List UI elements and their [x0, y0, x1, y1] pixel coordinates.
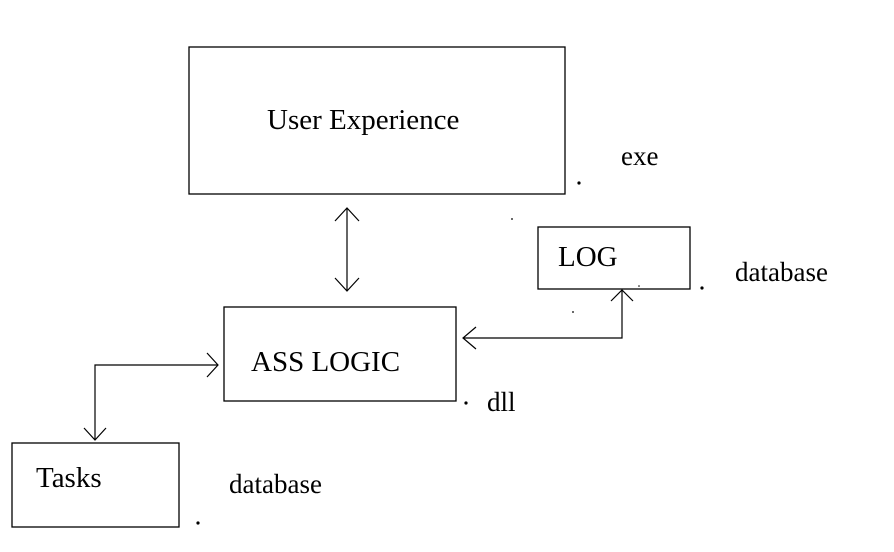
- user-experience-node: User Experience: [188, 46, 566, 195]
- tasks-label: Tasks: [36, 462, 102, 494]
- stray-dot: [638, 285, 640, 287]
- logic-node: ASS LOGIC: [223, 306, 457, 402]
- log-node: LOG: [537, 226, 691, 290]
- tasks-box: [11, 442, 180, 528]
- user-experience-box: [188, 46, 566, 195]
- log-box: [537, 226, 691, 290]
- log-database-dot: [700, 286, 704, 290]
- exe-dot: [577, 181, 581, 185]
- logic-arrowhead-right: [206, 352, 219, 378]
- ux-arrowhead-up: [334, 207, 360, 222]
- logic-arrowhead-left: [462, 326, 477, 350]
- tasks-database-dot: [196, 521, 200, 525]
- exe-annotation: exe: [621, 141, 658, 171]
- tasks-arrowhead-down: [83, 427, 107, 441]
- logic-box: [223, 306, 457, 402]
- logic-log-connector: [462, 289, 634, 350]
- ux-logic-double-arrow: [334, 207, 360, 292]
- logic-tasks-connector: [83, 352, 219, 441]
- log-database-annotation: database: [735, 257, 828, 287]
- tasks-node: Tasks: [11, 442, 180, 528]
- logic-arrowhead-down: [334, 277, 360, 292]
- logic-label: ASS LOGIC: [251, 346, 400, 378]
- stray-dot: [572, 311, 574, 313]
- dll-annotation: dll: [487, 387, 516, 417]
- dll-dot: [464, 401, 468, 405]
- user-experience-label: User Experience: [267, 104, 459, 136]
- tasks-database-annotation: database: [229, 469, 322, 499]
- log-arrowhead-up: [610, 289, 634, 302]
- stray-dot: [511, 218, 513, 220]
- log-label: LOG: [558, 241, 618, 273]
